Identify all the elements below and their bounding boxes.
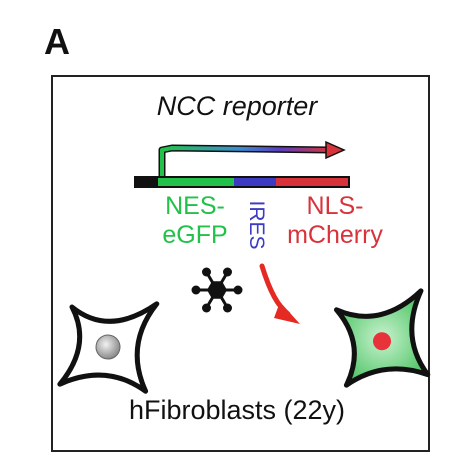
segment-nls-mcherry [276,178,348,186]
red-nucleus [373,332,392,351]
panel-letter: A [44,21,70,62]
segment-ires [234,178,276,186]
panel-frame [51,75,430,452]
ires-label: IRES [245,200,268,250]
fluorescent-fibroblast-icon [333,288,431,388]
nls-mcherry-label: NLS- mCherry [287,192,383,249]
nes-egfp-label: NES- eGFP [162,192,228,249]
construct-bar [134,176,350,188]
segment-nes-egfp [158,178,234,186]
cell-type-label: hFibroblasts (22y) [128,395,346,425]
ires-label-box: IRES [236,198,276,252]
curved-arrow-icon [259,263,300,324]
promoter-arrow-icon [158,140,346,176]
unlabeled-fibroblast-icon [57,301,160,394]
reporter-title: NCC reporter [156,91,318,121]
segment-promoter [136,178,158,186]
small-molecule-icon [191,267,243,313]
